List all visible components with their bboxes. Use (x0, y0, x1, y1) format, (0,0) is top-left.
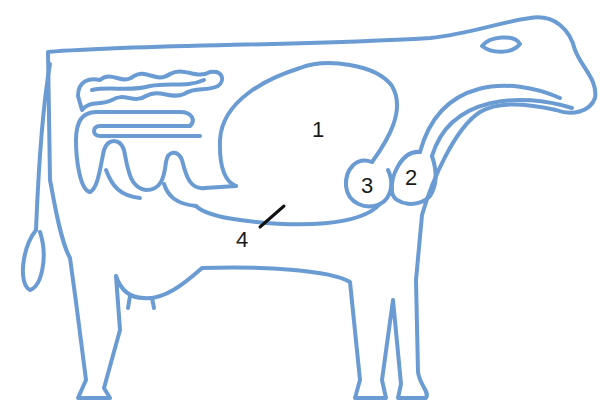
callout-number: 4 (236, 229, 248, 251)
intestine-loops (76, 112, 200, 206)
esophagus (432, 100, 572, 156)
cow-outline (48, 17, 595, 398)
callout-number: 3 (361, 175, 373, 197)
reticulum (392, 152, 436, 204)
tail (36, 64, 50, 230)
leader-line (260, 206, 284, 227)
intestine-loops (90, 141, 205, 192)
tail-tuft (23, 230, 44, 290)
intestine (196, 204, 380, 224)
esophagus (420, 86, 560, 152)
callout-number: 1 (312, 119, 324, 141)
rumen (220, 63, 397, 186)
intestine-coils (78, 71, 222, 110)
intestine-coils (92, 80, 204, 90)
omasum (346, 161, 391, 207)
intestine (205, 186, 236, 188)
udder (128, 296, 154, 308)
ear (482, 37, 520, 51)
callout-number: 2 (405, 167, 417, 189)
